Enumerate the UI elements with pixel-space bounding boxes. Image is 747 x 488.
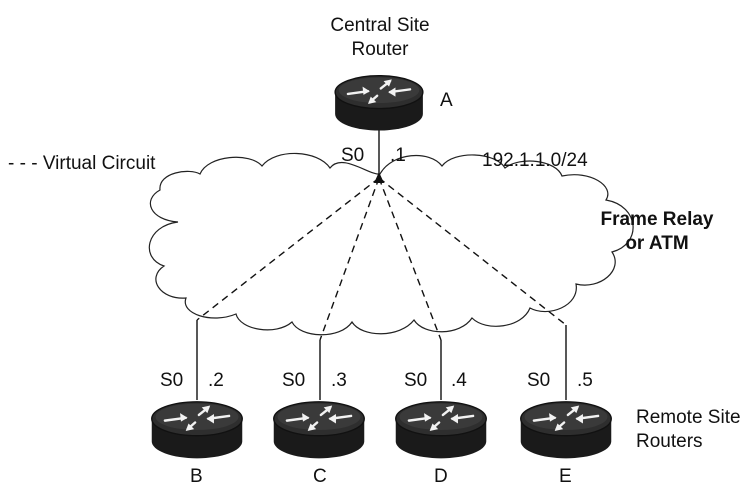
vc-a-b	[196, 177, 380, 321]
router-e-icon	[519, 400, 613, 460]
router-e-address: .5	[577, 370, 593, 391]
central-title-line1: Central Site	[330, 15, 430, 36]
network-address: 192.1.1.0/24	[482, 150, 588, 171]
router-e-name: E	[559, 466, 572, 487]
router-c-address: .3	[331, 370, 347, 391]
router-a-icon	[333, 74, 425, 132]
router-d-name: D	[434, 466, 448, 487]
router-a-name: A	[440, 90, 453, 111]
router-c-icon	[272, 400, 366, 460]
router-d-address: .4	[451, 370, 467, 391]
router-c-name: C	[313, 466, 327, 487]
remote-site-label: Remote Site Routers	[636, 406, 741, 454]
remote-site-label-line1: Remote Site	[636, 407, 741, 428]
wan-cloud	[148, 152, 634, 336]
legend-virtual-circuit: - - - Virtual Circuit	[8, 153, 156, 174]
router-b-name: B	[190, 466, 203, 487]
vc-hub-arrow	[374, 172, 384, 183]
vc-a-c	[319, 177, 380, 341]
central-title: Central Site Router	[318, 14, 442, 62]
vc-a-d	[378, 177, 442, 341]
router-e-interface: S0	[527, 370, 551, 391]
remote-site-label-line2: Routers	[636, 431, 703, 452]
cloud-label-line1: Frame Relay	[600, 209, 714, 230]
vc-a-e	[378, 177, 567, 326]
cloud-label: Frame Relay or ATM	[592, 208, 722, 256]
router-b-address: .2	[208, 370, 224, 391]
cloud-label-line2: or ATM	[625, 233, 689, 254]
router-d-icon	[394, 400, 488, 460]
router-b-interface: S0	[160, 370, 184, 391]
central-title-line2: Router	[351, 39, 409, 60]
router-d-interface: S0	[404, 370, 428, 391]
router-c-interface: S0	[282, 370, 306, 391]
router-a-interface: S0	[341, 145, 365, 166]
router-a-address: .1	[390, 145, 406, 166]
router-b-icon	[150, 400, 244, 460]
